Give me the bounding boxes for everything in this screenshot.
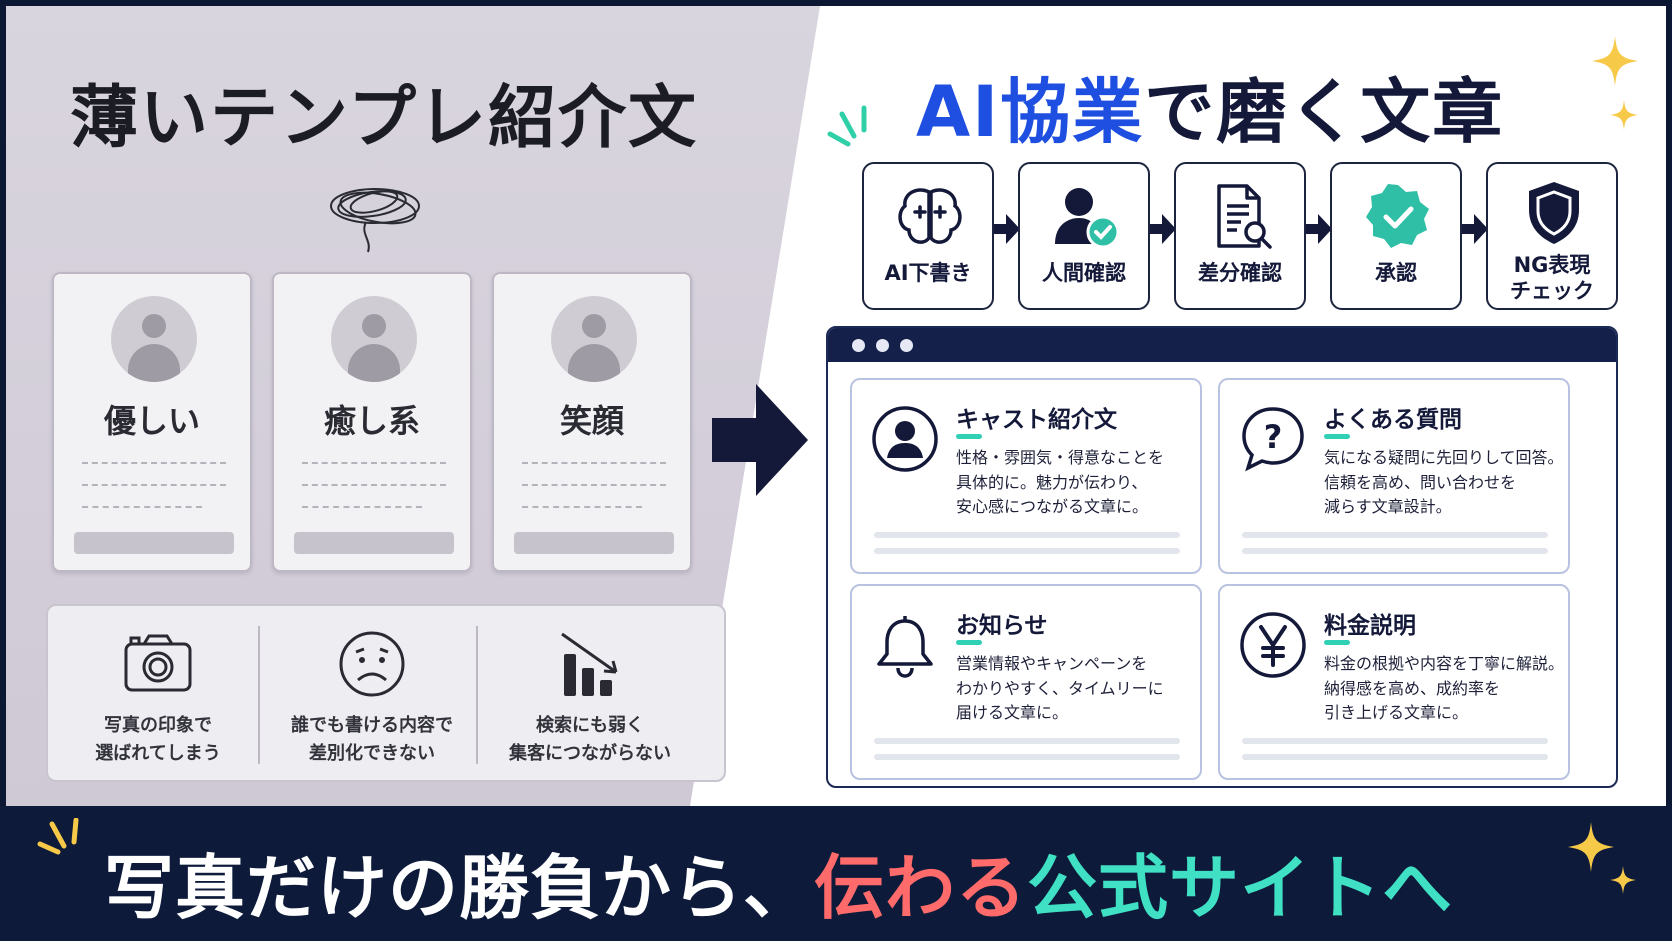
issue-text: 写真の印象で 選ばれてしまう	[95, 715, 221, 764]
approval-badge-icon	[1366, 184, 1429, 248]
scribble-icon	[330, 188, 420, 253]
issue-item: 検索にも弱く 集客につながらない	[480, 606, 700, 784]
profile-card: 笑顔	[492, 272, 692, 572]
issue-text: 誰でも書ける内容で 差別化できない	[291, 715, 453, 764]
step-label: 人間確認	[1042, 261, 1126, 285]
burst-lines-icon	[827, 105, 867, 147]
process-step: 承認	[1330, 162, 1462, 310]
sparkle-icon	[1610, 866, 1636, 894]
profile-card: 癒し系	[272, 272, 472, 572]
tagline-part3: 公式サイトへ	[1027, 847, 1453, 929]
sparkle-icon	[1610, 100, 1638, 130]
browser-window: キャスト紹介文 性格・雰囲気・得意なことを 具体的に。魅力が伝わり、 安心感につ…	[826, 326, 1618, 788]
card-button-placeholder	[294, 532, 454, 554]
left-title: 薄いテンプレ紹介文	[70, 79, 698, 158]
tagline-part2: 伝わる	[814, 847, 1027, 929]
declining-chart-icon	[561, 632, 618, 696]
right-title-rest: で磨く文章	[1144, 71, 1505, 153]
process-step: 人間確認	[1018, 162, 1150, 310]
step-label: 差分確認	[1198, 261, 1282, 285]
feature-title: よくある質問	[1324, 407, 1462, 433]
shield-icon	[1529, 182, 1579, 244]
issue-text: 検索にも弱く 集客につながらない	[509, 715, 671, 764]
document-search-icon	[1217, 184, 1272, 249]
issue-item: 誰でも書ける内容で 差別化できない	[262, 606, 482, 784]
right-title: AI協業で磨く文章	[916, 56, 1504, 157]
tagline: 写真だけの勝負から、伝わる公式サイトへ	[104, 832, 1453, 933]
bell-icon	[877, 616, 933, 678]
arrow-right-icon	[1462, 214, 1488, 244]
card-name: 笑顔	[559, 402, 624, 440]
yen-circle-icon	[1240, 612, 1306, 678]
card-button-placeholder	[74, 532, 234, 554]
issues-panel: 写真の印象で 選ばれてしまう 誰でも書ける内容で 差別化できない	[46, 604, 726, 782]
feature-body: 気になる疑問に先回りして回答。 信頼を高め、問い合わせを 減らす文章設計。	[1324, 448, 1564, 516]
card-name: 優しい	[103, 402, 200, 440]
feature-card: キャスト紹介文 性格・雰囲気・得意なことを 具体的に。魅力が伝わり、 安心感につ…	[850, 378, 1202, 574]
card-button-placeholder	[514, 532, 674, 554]
feature-body: 営業情報やキャンペーンを わかりやすく、タイムリーに 届ける文章に。	[956, 654, 1164, 722]
process-step: NG表現 チェック	[1486, 162, 1618, 310]
avatar-placeholder-icon	[331, 296, 417, 382]
ai-brain-icon	[898, 188, 962, 244]
avatar-placeholder-icon	[111, 296, 197, 382]
avatar-placeholder-icon	[551, 296, 637, 382]
browser-title-bar	[828, 328, 1616, 362]
card-name: 癒し系	[323, 402, 420, 440]
arrow-right-icon	[1306, 214, 1332, 244]
user-check-icon	[1055, 188, 1120, 249]
process-step: AI下書き	[862, 162, 994, 310]
svg-text:?: ?	[1264, 418, 1283, 456]
feature-title: キャスト紹介文	[956, 407, 1117, 433]
arrow-right-icon	[994, 214, 1020, 244]
step-label: AI下書き	[884, 261, 972, 285]
feature-title: 料金説明	[1324, 613, 1416, 639]
person-circle-icon	[872, 406, 938, 472]
arrow-right-icon	[1150, 214, 1176, 244]
bottom-banner	[0, 806, 1672, 941]
camera-icon	[124, 634, 192, 692]
question-bubble-icon: ?	[1242, 407, 1304, 472]
issue-item: 写真の印象で 選ばれてしまう	[48, 606, 268, 784]
sad-face-icon	[339, 631, 405, 697]
burst-lines-icon	[37, 818, 79, 855]
feature-body: 料金の根拠や内容を丁寧に解説。 納得感を高め、成約率を 引き上げる文章に。	[1324, 654, 1565, 722]
feature-card: 料金説明 料金の根拠や内容を丁寧に解説。 納得感を高め、成約率を 引き上げる文章…	[1218, 584, 1570, 780]
step-label: 承認	[1375, 261, 1417, 285]
transition-arrow-icon	[712, 384, 808, 496]
sparkle-icon	[1568, 822, 1614, 872]
right-title-accent: AI協業	[916, 71, 1145, 153]
step-label: NG表現 チェック	[1510, 253, 1594, 303]
profile-card: 優しい	[52, 272, 252, 572]
sparkle-icon	[1592, 36, 1638, 86]
feature-title: お知らせ	[956, 613, 1048, 639]
feature-card: ? よくある質問 気になる疑問に先回りして回答。 信頼を高め、問い合わせを 減ら…	[1218, 378, 1570, 574]
feature-card: お知らせ 営業情報やキャンペーンを わかりやすく、タイムリーに 届ける文章に。	[850, 584, 1202, 780]
process-step: 差分確認	[1174, 162, 1306, 310]
feature-body: 性格・雰囲気・得意なことを 具体的に。魅力が伝わり、 安心感につながる文章に。	[956, 448, 1165, 516]
tagline-part1: 写真だけの勝負から、	[104, 847, 814, 929]
